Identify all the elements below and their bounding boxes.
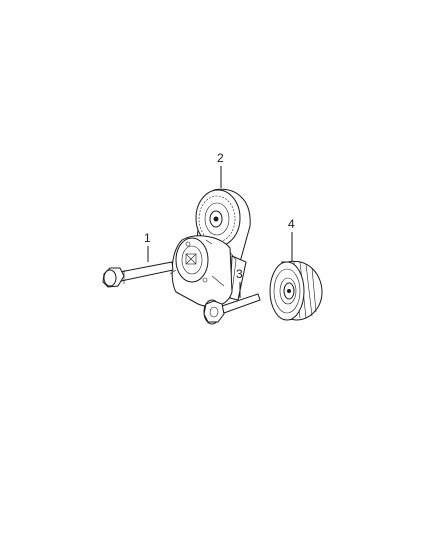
tensioner-assembly[interactable] bbox=[169, 188, 251, 308]
bolt-long-shaft bbox=[119, 261, 174, 282]
callout-4: 4 bbox=[288, 217, 295, 231]
bolt-flange-head bbox=[203, 300, 225, 323]
callout-2: 2 bbox=[217, 151, 224, 165]
callout-1: 1 bbox=[144, 231, 151, 245]
bolt-long[interactable] bbox=[102, 261, 174, 288]
idler-pulley[interactable] bbox=[269, 260, 323, 321]
bolt-flange[interactable] bbox=[203, 293, 261, 325]
callout-3: 3 bbox=[236, 267, 243, 281]
